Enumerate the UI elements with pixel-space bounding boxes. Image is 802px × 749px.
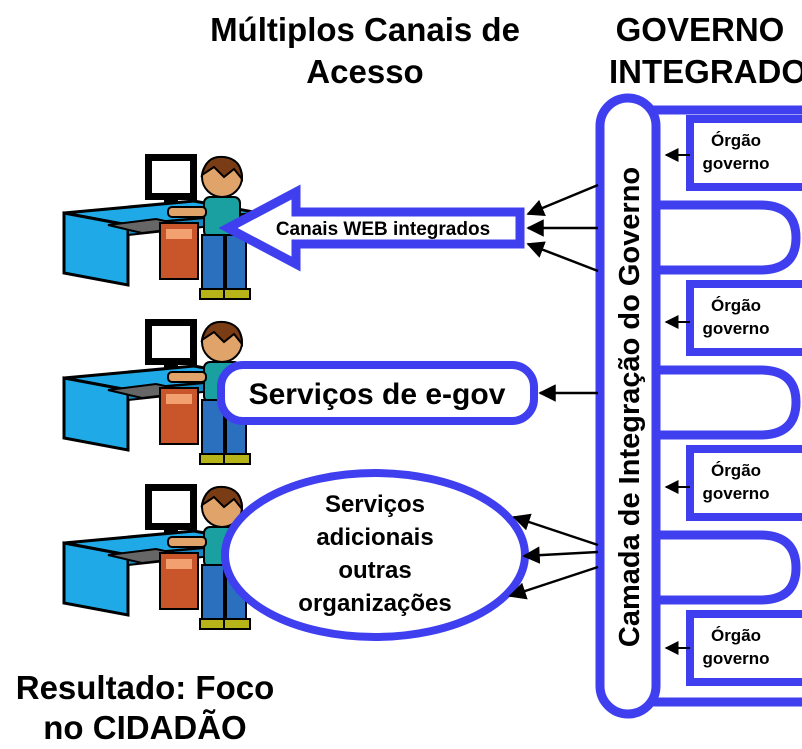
agency-1-line1: Órgão: [711, 131, 761, 150]
web-channels-label: Canais WEB integrados: [276, 219, 490, 240]
agency-3-line1: Órgão: [711, 461, 761, 480]
integration-layer-label: Camada de Integração do Governo: [614, 167, 646, 647]
additional-arrow-middle: [522, 546, 599, 564]
agency-box-2: [686, 280, 802, 356]
agency-box-4: [686, 610, 802, 686]
agency-box-3: [686, 445, 802, 521]
channels-heading-line2: Acesso: [306, 53, 424, 90]
egov-services-box: [217, 361, 538, 425]
egov-services-label: Serviços de e-gov: [249, 378, 506, 411]
government-heading-line1: GOVERNO: [615, 11, 785, 48]
integration-layer-pill: [595, 93, 661, 719]
additional-services-line3: outras: [338, 557, 411, 584]
agency-4-line2: governo: [702, 649, 769, 668]
agency-box-1: [686, 115, 802, 191]
additional-services-line1: Serviços: [325, 491, 425, 518]
agency-3-line2: governo: [702, 484, 769, 503]
agency-1-line2: governo: [702, 154, 769, 173]
web-arrow-bottom: [526, 241, 599, 273]
web-arrow-top: [526, 183, 599, 217]
agency-4-line1: Órgão: [711, 626, 761, 645]
channels-heading-line1: Múltiplos Canais de: [210, 11, 520, 48]
web-channels-arrow-shape: [218, 184, 525, 272]
agencies-outline: [637, 105, 802, 707]
additional-arrow-top: [512, 513, 599, 547]
additional-services-line2: adicionais: [316, 524, 433, 551]
agency-2-line2: governo: [702, 319, 769, 338]
result-text-line2: no CIDADÃO: [43, 709, 247, 746]
additional-services-line4: organizações: [298, 590, 451, 617]
agency-2-line1: Órgão: [711, 296, 761, 315]
result-text-line1: Resultado: Foco: [15, 669, 275, 706]
government-heading-line2: INTEGRADO: [609, 53, 802, 90]
additional-arrow-bottom: [508, 565, 599, 600]
